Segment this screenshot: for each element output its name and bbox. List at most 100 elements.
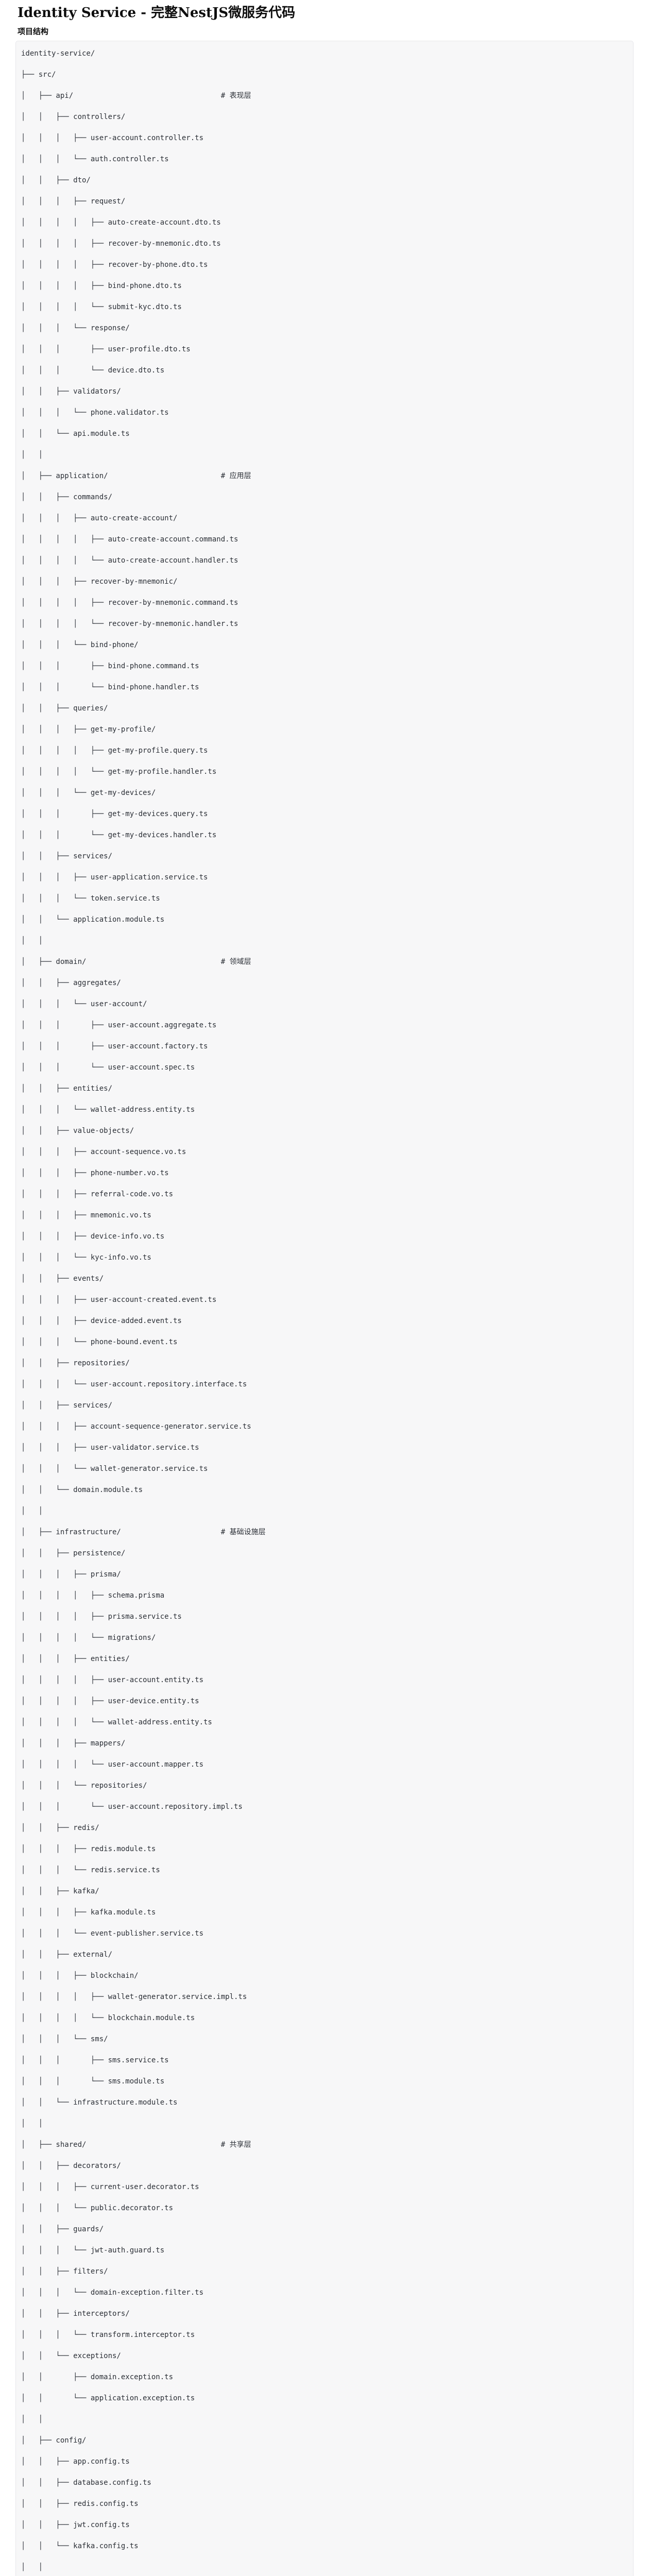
tree-line: │ │	[21, 2563, 43, 2572]
tree-line: │ │ │ ├── user-application.service.ts	[21, 873, 208, 882]
tree-line: │ │ │ └── sms.module.ts	[21, 2077, 165, 2086]
tree-line: │ │ │ ├── get-my-profile/	[21, 725, 156, 734]
tree-line: │ │ │ ├── request/	[21, 197, 126, 206]
tree-line: │ │ ├── redis.config.ts	[21, 2500, 139, 2509]
tree-line: │ │ └── exceptions/	[21, 2352, 121, 2361]
tree-line: │ │ │ │ └── blockchain.module.ts	[21, 2014, 195, 2023]
tree-line: │ │ │ └── redis.service.ts	[21, 1866, 160, 1875]
tree-line: │ │ │ └── event-publisher.service.ts	[21, 1929, 204, 1938]
tree-line: │ │ │ ├── device-info.vo.ts	[21, 1232, 165, 1241]
tree-line: │ │ │ ├── account-sequence-generator.ser…	[21, 1422, 251, 1431]
tree-line: │ │ ├── commands/	[21, 493, 113, 502]
tree-line: │ │ │ └── transform.interceptor.ts	[21, 2331, 195, 2340]
tree-line: │ │ │ └── wallet-generator.service.ts	[21, 1465, 208, 1473]
tree-line: │ │ │ │ └── auto-create-account.handler.…	[21, 556, 238, 565]
tree-line: │ │ ├── controllers/	[21, 113, 126, 122]
page-title: Identity Service - 完整NestJS微服务代码	[18, 5, 296, 21]
tree-line: │ │ ├── guards/	[21, 2225, 104, 2234]
tree-line: │ │ │ ├── user-account.factory.ts	[21, 1042, 208, 1051]
tree-line: │ │ │ ├── mappers/	[21, 1739, 126, 1748]
tree-line: │ │ │ ├── referral-code.vo.ts	[21, 1190, 174, 1199]
tree-line: │ │ ├── dto/	[21, 176, 91, 185]
tree-line: │ │ │ ├── mnemonic.vo.ts	[21, 1211, 151, 1220]
tree-line: │ │ │ ├── recover-by-mnemonic/	[21, 578, 178, 586]
tree-line: │ ├── application/ # 应用层	[21, 472, 251, 481]
tree-line: │ │ │ │ ├── get-my-profile.query.ts	[21, 747, 208, 755]
tree-line: │ │ │ │ ├── recover-by-mnemonic.command.…	[21, 599, 238, 607]
tree-line: │ │ │ └── public.decorator.ts	[21, 2204, 174, 2213]
tree-line: │ │ │ └── device.dto.ts	[21, 366, 165, 375]
tree-line: │ │ │ ├── user-profile.dto.ts	[21, 345, 191, 354]
tree-line: │ │ ├── repositories/	[21, 1359, 130, 1368]
tree-line: │ │ │ │ └── get-my-profile.handler.ts	[21, 768, 217, 776]
tree-line: │ │ │ │ └── user-account.mapper.ts	[21, 1760, 204, 1769]
tree-line: │ │ ├── value-objects/	[21, 1127, 134, 1136]
tree-line: │ │ │ └── user-account/	[21, 1000, 147, 1009]
tree-line: │ │ │ └── phone.validator.ts	[21, 409, 169, 417]
tree-line: │ │ ├── services/	[21, 1401, 113, 1410]
tree-line: │ │ │ ├── account-sequence.vo.ts	[21, 1148, 186, 1157]
tree-line: │ │ │ │ ├── prisma.service.ts	[21, 1613, 182, 1621]
tree-line: │ │ │ │ └── wallet-address.entity.ts	[21, 1718, 212, 1727]
tree-line: │ ├── shared/ # 共享层	[21, 2141, 251, 2149]
tree-line: identity-service/	[21, 49, 95, 58]
tree-line: │ │ └── application.module.ts	[21, 916, 165, 924]
tree-line: │ │	[21, 937, 43, 945]
tree-line: │ │ │ └── user-account.spec.ts	[21, 1063, 195, 1072]
tree-line: │ │ │ └── response/	[21, 324, 130, 333]
tree-line: │ │ │ │ ├── bind-phone.dto.ts	[21, 282, 182, 291]
tree-line: │ │ ├── persistence/	[21, 1549, 126, 1558]
tree-line: │ │ │ └── get-my-devices.handler.ts	[21, 831, 217, 840]
tree-line: │ │ ├── domain.exception.ts	[21, 2373, 174, 2382]
tree-line: │ │ │ │ └── recover-by-mnemonic.handler.…	[21, 620, 238, 629]
tree-line: │ ├── infrastructure/ # 基础设施层	[21, 1528, 266, 1537]
tree-line: │ │ └── api.module.ts	[21, 430, 130, 438]
tree-line: │ │ │ ├── entities/	[21, 1655, 130, 1664]
tree-line: │ │ │ ├── user-account.controller.ts	[21, 134, 204, 143]
tree-line: │ │ │ ├── bind-phone.command.ts	[21, 662, 199, 671]
tree-line: │ │ │ │ └── submit-kyc.dto.ts	[21, 303, 182, 312]
tree-line: │ │ │ │ ├── schema.prisma	[21, 1591, 165, 1600]
tree-line: │ │ ├── events/	[21, 1275, 104, 1283]
tree-line: │ │ ├── validators/	[21, 387, 121, 396]
tree-line: │ │ │ └── domain-exception.filter.ts	[21, 2289, 204, 2297]
tree-line: │ │ │ │ ├── recover-by-phone.dto.ts	[21, 261, 208, 269]
tree-line: ├── src/	[21, 71, 56, 79]
tree-line: │ │ │ └── token.service.ts	[21, 894, 160, 903]
tree-line: │ │ ├── app.config.ts	[21, 2458, 130, 2466]
tree-line: │ │ │ └── kyc-info.vo.ts	[21, 1253, 151, 1262]
tree-line: │ │ │ ├── user-account.aggregate.ts	[21, 1021, 217, 1030]
tree-line: │ │	[21, 451, 43, 460]
section-heading-project-structure: 项目结构	[18, 27, 49, 37]
tree-line: │ │ │ └── user-account.repository.impl.t…	[21, 1803, 243, 1811]
tree-line: │ │ │ └── bind-phone.handler.ts	[21, 683, 199, 692]
tree-line: │ │ │ │ ├── auto-create-account.command.…	[21, 535, 238, 544]
tree-line: │ │ ├── external/	[21, 1951, 113, 1959]
tree-line: │ │ │ ├── user-account-created.event.ts	[21, 1296, 217, 1304]
tree-line: │ ├── domain/ # 领域层	[21, 958, 251, 967]
tree-line: │ ├── api/ # 表现层	[21, 92, 251, 100]
tree-line: │ │ ├── services/	[21, 852, 113, 861]
tree-line: │ │ │ └── phone-bound.event.ts	[21, 1338, 178, 1347]
tree-line: │ │	[21, 1507, 43, 1516]
tree-line: │ │ │ │ ├── user-account.entity.ts	[21, 1676, 204, 1685]
tree-line: │ │ │ ├── kafka.module.ts	[21, 1908, 156, 1917]
file-tree: identity-service/ ├── src/ │ ├── api/ # 表现…	[21, 43, 628, 2576]
file-tree-code-block: identity-service/ ├── src/ │ ├── api/ # 表现…	[15, 41, 634, 2576]
tree-line: │ │ │ ├── sms.service.ts	[21, 2056, 169, 2065]
tree-line: │ │ │ └── wallet-address.entity.ts	[21, 1106, 195, 1114]
tree-line: │ │ │ ├── current-user.decorator.ts	[21, 2183, 199, 2192]
tree-line: │ ├── config/	[21, 2436, 87, 2445]
tree-line: │ │ │ └── jwt-auth.guard.ts	[21, 2246, 165, 2255]
tree-line: │ │ │ ├── get-my-devices.query.ts	[21, 810, 208, 819]
tree-line: │ │ │ └── sms/	[21, 2035, 108, 2044]
tree-line: │ │ ├── jwt.config.ts	[21, 2521, 130, 2530]
tree-line: │ │ │ ├── phone-number.vo.ts	[21, 1169, 169, 1178]
tree-line: │ │ │ │ ├── auto-create-account.dto.ts	[21, 218, 221, 227]
tree-line: │ │ │ │ ├── recover-by-mnemonic.dto.ts	[21, 240, 221, 248]
tree-line: │ │ │ │ ├── wallet-generator.service.imp…	[21, 1993, 247, 2002]
tree-line: │ │ │ ├── redis.module.ts	[21, 1845, 156, 1854]
tree-line: │ │ ├── filters/	[21, 2267, 108, 2276]
tree-line: │ │ ├── database.config.ts	[21, 2479, 151, 2487]
tree-line: │ │ ├── redis/	[21, 1824, 99, 1833]
